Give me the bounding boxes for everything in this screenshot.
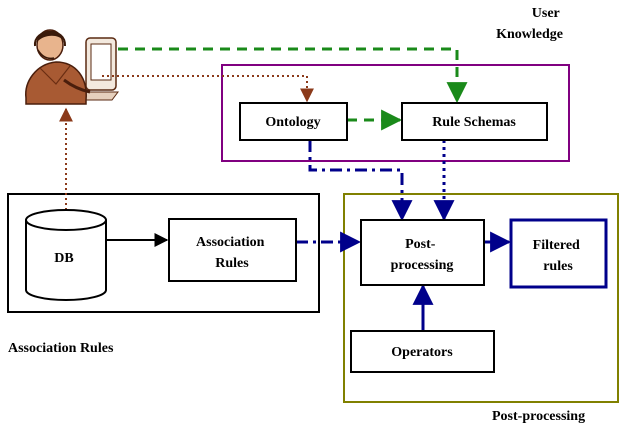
- association-rules-group-label: Association Rules: [8, 341, 114, 356]
- post-processing-label-line1: Post-: [405, 237, 436, 252]
- post-processing-group-label: Post-processing: [492, 409, 585, 424]
- filtered-rules-label-line1: Filtered: [533, 238, 580, 253]
- post-processing-frame: [343, 193, 619, 403]
- post-processing-label-line2: processing: [391, 258, 454, 273]
- rule-schemas-label: Rule Schemas: [432, 115, 516, 130]
- ontology-node: Ontology: [239, 102, 348, 141]
- operators-label: Operators: [391, 345, 453, 360]
- filtered-rules-node: Filtered rules: [509, 218, 608, 289]
- user-knowledge-label-line1: User: [532, 6, 560, 21]
- db-label: DB: [54, 251, 73, 266]
- association-rules-frame: [7, 193, 320, 313]
- post-processing-node: Post- processing: [360, 219, 485, 286]
- svg-text:Association Rules: Association Rules: [196, 235, 268, 271]
- filtered-rules-label-line2: rules: [543, 259, 573, 274]
- user-knowledge-group-label: User Knowledge: [496, 6, 563, 42]
- user-at-computer-icon: [25, 29, 119, 105]
- svg-text:Post- processing: Post- processing: [391, 237, 454, 273]
- svg-text:Filtered rules: Filtered rules: [533, 238, 584, 274]
- ontology-label: Ontology: [265, 115, 320, 130]
- user-knowledge-label-line2: Knowledge: [496, 27, 563, 42]
- rule-schemas-node: Rule Schemas: [401, 102, 548, 141]
- operators-node: Operators: [350, 330, 495, 373]
- edge-user-to-ontology: [102, 75, 314, 103]
- association-rules-label-line2: Rules: [215, 256, 249, 271]
- db-node: DB: [25, 209, 107, 301]
- association-rules-label-line1: Association: [196, 235, 265, 250]
- association-rules-node: Association Rules: [168, 218, 297, 282]
- user-knowledge-frame: [221, 64, 570, 162]
- edge-ontology-to-post-processing: [308, 140, 413, 222]
